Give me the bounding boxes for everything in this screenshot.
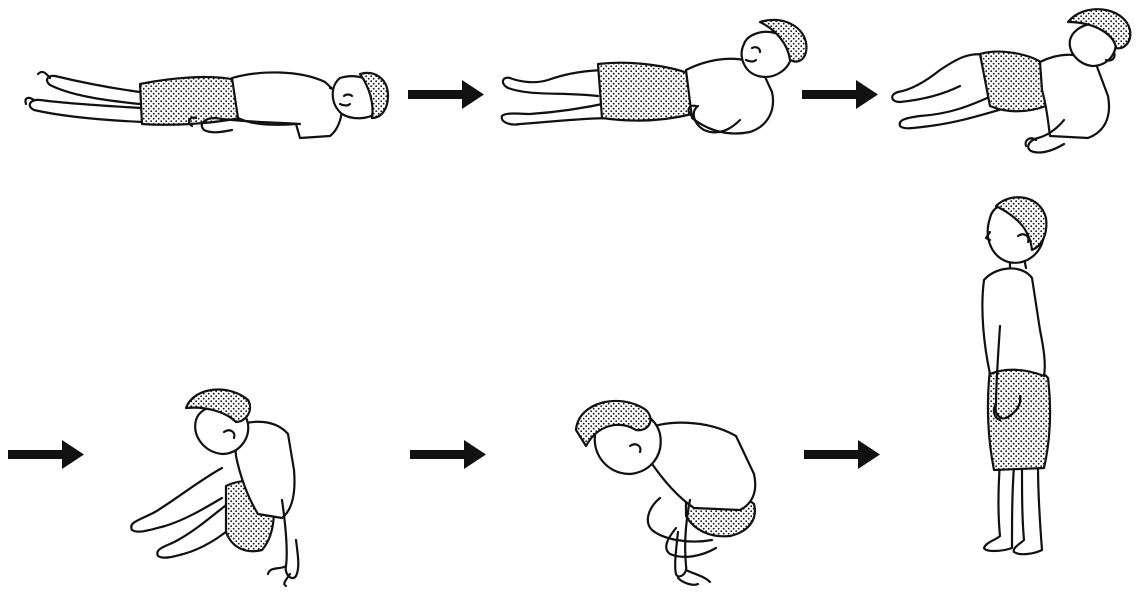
figure-step-6-standing	[982, 197, 1050, 554]
arrow-5	[804, 440, 880, 469]
arrow-2	[802, 80, 878, 109]
arrow-4	[410, 440, 486, 469]
figure-step-2-rolling	[502, 20, 807, 134]
figure-step-5-crouching	[576, 401, 755, 585]
arrow-3	[8, 440, 84, 469]
figure-step-4-sitting	[131, 390, 298, 586]
figure-step-3-pushing-up	[892, 9, 1130, 152]
arrow-1	[408, 80, 484, 109]
figure-step-1-lying	[25, 72, 388, 138]
